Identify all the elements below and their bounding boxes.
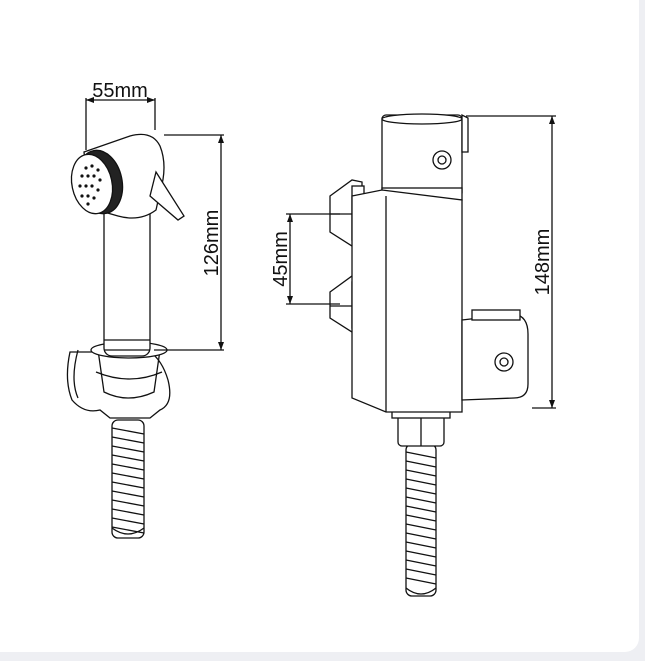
label-sprayer-height: 126mm: [201, 210, 223, 277]
dimension-148mm: 148mm: [466, 115, 556, 409]
dimension-45mm: 45mm: [270, 213, 340, 305]
sprayer-hose: [111, 419, 145, 539]
label-sprayer-width: 55mm: [92, 80, 148, 102]
sprayer-trigger: [149, 170, 185, 221]
label-valve-height: 148mm: [532, 229, 554, 296]
valve-outlet-nut: [391, 409, 451, 447]
valve-temperature-knob: [461, 309, 529, 401]
valve-body: [351, 189, 463, 413]
hand-sprayer: 55mm 126mm: [66, 80, 224, 539]
valve-hose: [405, 443, 437, 597]
label-inlet-spacing: 45mm: [270, 231, 292, 287]
dimension-126mm: 126mm: [154, 134, 224, 351]
nozzle-holes: [78, 164, 102, 206]
sprayer-handle: [103, 205, 151, 357]
sprayer-head: [70, 133, 185, 221]
thermostatic-valve: 45mm 148mm: [270, 113, 556, 597]
dimension-55mm: 55mm: [85, 80, 156, 150]
valve-top-cylinder: [381, 113, 469, 201]
